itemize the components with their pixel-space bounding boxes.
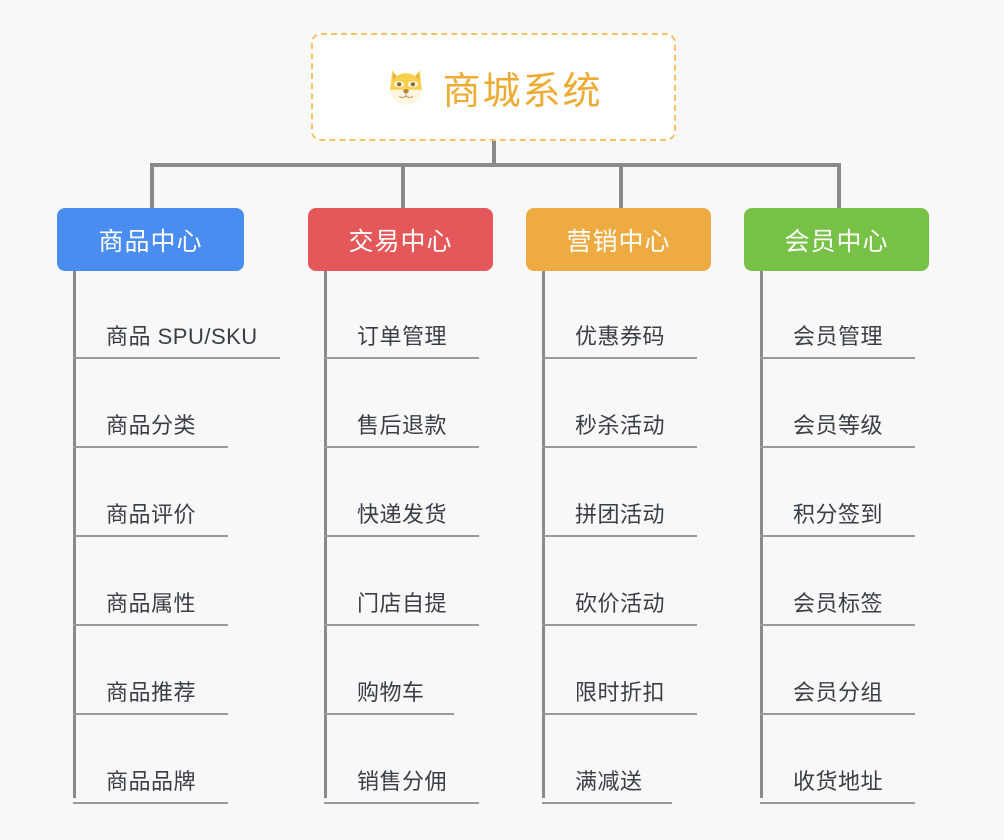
leaf-item[interactable]: 商品分类 <box>73 408 228 448</box>
leaf-item-label: 会员等级 <box>793 413 884 438</box>
category-spine-4 <box>760 271 763 798</box>
leaf-item[interactable]: 售后退款 <box>324 408 479 448</box>
leaf-item-label: 会员标签 <box>793 591 884 616</box>
leaf-item-label: 门店自提 <box>357 591 448 616</box>
leaf-item-label: 快递发货 <box>357 502 448 527</box>
category-spine-3 <box>542 271 545 798</box>
drop-connector-3 <box>619 163 623 210</box>
leaf-item-label: 商品推荐 <box>106 680 197 705</box>
leaf-item[interactable]: 积分签到 <box>760 497 915 537</box>
category-header-label: 会员中心 <box>784 227 889 256</box>
leaf-item[interactable]: 门店自提 <box>324 586 479 626</box>
leaf-item[interactable]: 砍价活动 <box>542 586 697 626</box>
leaf-item[interactable]: 限时折扣 <box>542 675 697 715</box>
leaf-item-label: 销售分佣 <box>357 769 448 794</box>
leaf-item[interactable]: 商品属性 <box>73 586 228 626</box>
leaf-item-label: 商品评价 <box>106 502 197 527</box>
root-node[interactable]: 商城系统 <box>311 33 676 141</box>
leaf-item-label: 购物车 <box>357 680 425 705</box>
leaf-item-label: 商品分类 <box>106 413 197 438</box>
leaf-item[interactable]: 拼团活动 <box>542 497 697 537</box>
leaf-item[interactable]: 会员等级 <box>760 408 915 448</box>
dog-face-icon <box>384 65 428 109</box>
category-header-1[interactable]: 商品中心 <box>57 208 244 271</box>
leaf-item[interactable]: 秒杀活动 <box>542 408 697 448</box>
leaf-item[interactable]: 订单管理 <box>324 319 479 359</box>
leaf-item[interactable]: 商品评价 <box>73 497 228 537</box>
category-spine-1 <box>73 271 76 798</box>
leaf-item-label: 商品品牌 <box>106 769 197 794</box>
leaf-item-label: 积分签到 <box>793 502 884 527</box>
leaf-item-label: 会员分组 <box>793 680 884 705</box>
category-header-2[interactable]: 交易中心 <box>308 208 493 271</box>
drop-connector-1 <box>150 163 154 210</box>
leaf-item[interactable]: 会员分组 <box>760 675 915 715</box>
leaf-item-label: 优惠券码 <box>575 324 666 349</box>
leaf-item-label: 收货地址 <box>793 769 884 794</box>
leaf-item-label: 砍价活动 <box>575 591 666 616</box>
leaf-item[interactable]: 商品 SPU/SKU <box>73 319 280 359</box>
leaf-item[interactable]: 购物车 <box>324 675 454 715</box>
root-title: 商城系统 <box>442 70 603 113</box>
leaf-item[interactable]: 快递发货 <box>324 497 479 537</box>
leaf-item-label: 商品 SPU/SKU <box>106 324 258 349</box>
leaf-item-label: 售后退款 <box>357 413 448 438</box>
leaf-item[interactable]: 商品推荐 <box>73 675 228 715</box>
leaf-item-label: 订单管理 <box>357 324 448 349</box>
category-header-label: 交易中心 <box>348 227 453 256</box>
category-spine-2 <box>324 271 327 798</box>
leaf-item-label: 秒杀活动 <box>575 413 666 438</box>
category-header-3[interactable]: 营销中心 <box>526 208 711 271</box>
leaf-item[interactable]: 销售分佣 <box>324 764 479 804</box>
leaf-item-label: 满减送 <box>575 769 643 794</box>
leaf-item-label: 拼团活动 <box>575 502 666 527</box>
horizontal-bus-connector <box>150 163 840 167</box>
root-stem-connector <box>492 141 496 165</box>
leaf-item[interactable]: 满减送 <box>542 764 672 804</box>
leaf-item[interactable]: 优惠券码 <box>542 319 697 359</box>
category-header-label: 商品中心 <box>98 227 203 256</box>
leaf-item-label: 会员管理 <box>793 324 884 349</box>
drop-connector-4 <box>837 163 841 210</box>
leaf-item[interactable]: 会员管理 <box>760 319 915 359</box>
leaf-item[interactable]: 收货地址 <box>760 764 915 804</box>
category-header-4[interactable]: 会员中心 <box>744 208 929 271</box>
leaf-item-label: 限时折扣 <box>575 680 666 705</box>
category-header-label: 营销中心 <box>566 227 671 256</box>
leaf-item[interactable]: 商品品牌 <box>73 764 228 804</box>
leaf-item-label: 商品属性 <box>106 591 197 616</box>
leaf-item[interactable]: 会员标签 <box>760 586 915 626</box>
drop-connector-2 <box>401 163 405 210</box>
